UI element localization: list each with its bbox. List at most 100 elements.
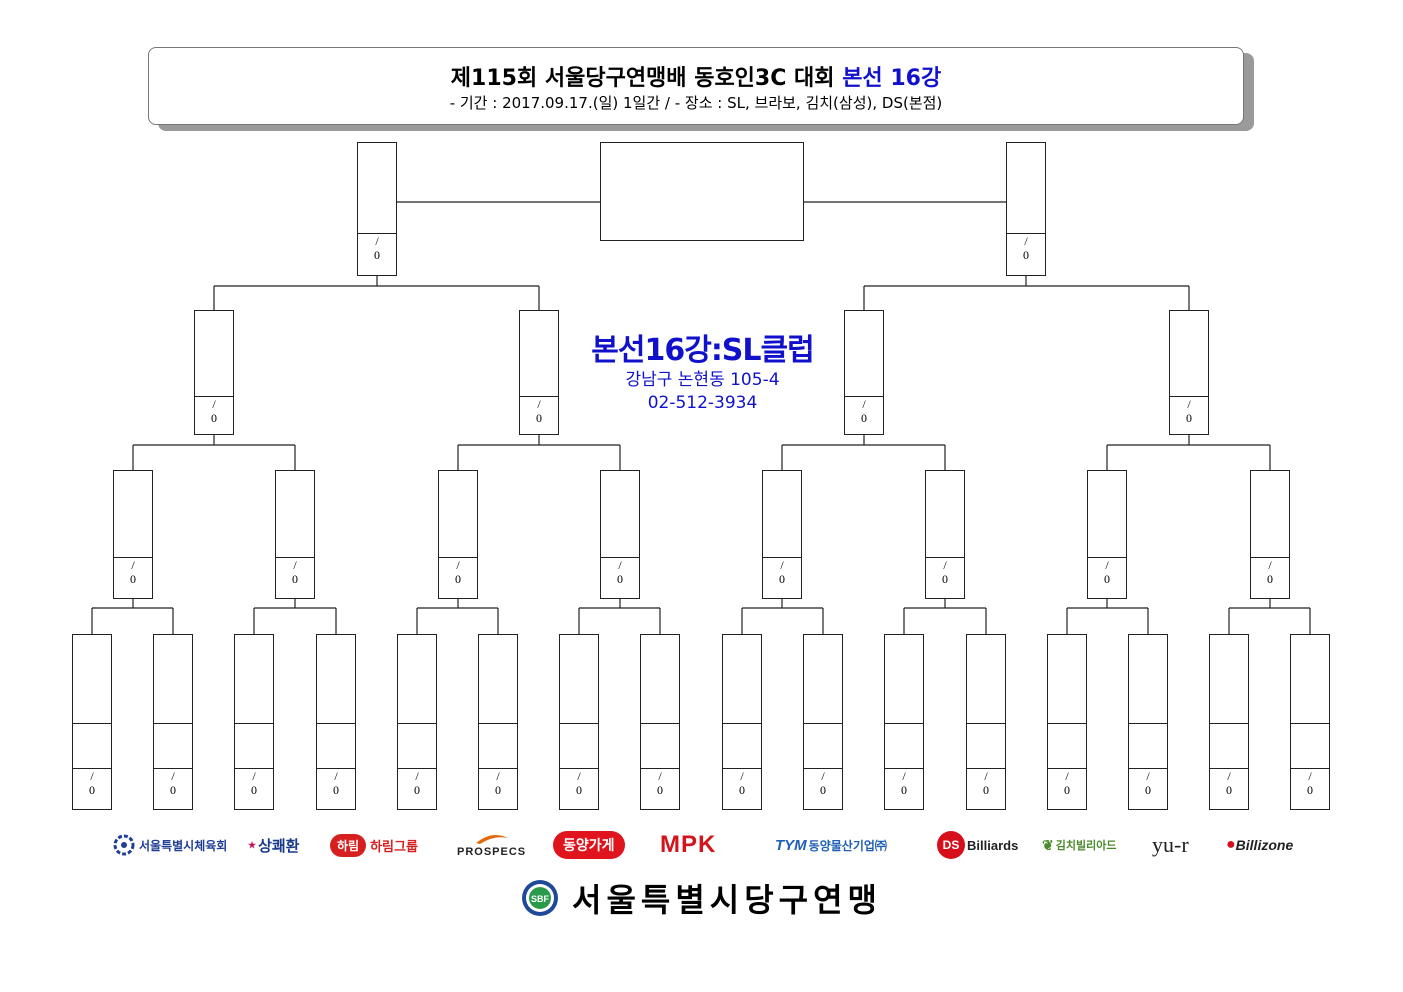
sponsor-dongyang: 동양가게: [553, 828, 625, 862]
semifinal-player-box: /0: [844, 310, 884, 435]
title-banner: 제115회 서울당구연맹배 동호인3C 대회 본선 16강 - 기간 : 201…: [148, 47, 1244, 125]
round16-player-box: /0: [1290, 634, 1330, 810]
sports-council-emblem-icon: [113, 834, 135, 856]
score-cell: /0: [763, 557, 801, 598]
score-value: 0: [657, 783, 663, 797]
sponsor-tym: TYM 동양물산기업㈜: [775, 836, 887, 854]
score-value: 0: [333, 783, 339, 797]
sponsor-yur: yu-r: [1152, 828, 1189, 862]
score-value: 0: [779, 572, 785, 586]
sponsor-sports-council: 서울특별시체육회: [112, 828, 227, 862]
name-divider: [317, 723, 355, 724]
name-divider: [398, 723, 436, 724]
score-slash: /: [415, 769, 419, 783]
mpk-group-logo: MPK: [660, 831, 717, 858]
score-cell: /0: [1007, 233, 1045, 275]
tournament-subtitle: - 기간 : 2017.09.17.(일) 1일간 / - 장소 : SL, 브…: [449, 94, 943, 112]
score-value: 0: [170, 783, 176, 797]
score-cell: /0: [1088, 557, 1126, 598]
score-slash: /: [537, 397, 541, 411]
score-slash: /: [293, 558, 297, 572]
score-cell: /0: [1210, 768, 1248, 809]
name-divider: [641, 723, 679, 724]
score-slash: /: [1146, 769, 1150, 783]
score-cell: /0: [520, 396, 558, 434]
score-slash: /: [1308, 769, 1312, 783]
prospecs-swoosh-icon: [475, 834, 508, 844]
score-value: 0: [292, 572, 298, 586]
score-cell: /0: [885, 768, 923, 809]
score-cell: /0: [560, 768, 598, 809]
name-divider: [73, 723, 111, 724]
sponsor-prospecs: PROSPECS: [457, 828, 526, 862]
score-value: 0: [617, 572, 623, 586]
score-value: 0: [942, 572, 948, 586]
score-cell: /0: [804, 768, 842, 809]
score-value: 0: [495, 783, 501, 797]
round16-player-box: /0: [966, 634, 1006, 810]
score-cell: /0: [235, 768, 273, 809]
quarterfinal-player-box: /0: [1087, 470, 1127, 599]
tym-logo-icon: TYM: [775, 836, 807, 854]
sponsor-harim: 하림 하림그룹: [330, 828, 418, 862]
score-cell: /0: [1129, 768, 1167, 809]
score-value: 0: [414, 783, 420, 797]
sangkwaehwan-logo-icon: ★: [248, 839, 257, 850]
score-cell: /0: [641, 768, 679, 809]
score-cell: /0: [398, 768, 436, 809]
quarterfinal-player-box: /0: [1250, 470, 1290, 599]
score-value: 0: [1023, 248, 1029, 262]
score-cell: /0: [358, 233, 396, 275]
semifinal-player-box: /0: [1169, 310, 1209, 435]
score-slash: /: [496, 769, 500, 783]
sponsor-kimchi: ❦ 김치빌리아드: [1042, 836, 1117, 853]
billizone-logo: ●: [1226, 836, 1236, 853]
score-cell: /0: [73, 768, 111, 809]
score-slash: /: [171, 769, 175, 783]
quarterfinal-player-box: /0: [438, 470, 478, 599]
quarterfinal-player-box: /0: [600, 470, 640, 599]
score-slash: /: [862, 397, 866, 411]
score-cell: /0: [1170, 396, 1208, 434]
score-slash: /: [780, 558, 784, 572]
name-divider: [1291, 723, 1329, 724]
organizer-footer: SBF 서울특별시당구연맹: [520, 875, 882, 921]
name-divider: [235, 723, 273, 724]
score-slash: /: [1227, 769, 1231, 783]
name-divider: [1048, 723, 1086, 724]
score-value: 0: [374, 248, 380, 262]
score-cell: /0: [1291, 768, 1329, 809]
score-value: 0: [211, 411, 217, 425]
venue-address: 강남구 논현동 105-4: [625, 370, 780, 390]
score-slash: /: [1024, 234, 1028, 248]
round16-player-box: /0: [234, 634, 274, 810]
score-slash: /: [658, 769, 662, 783]
score-value: 0: [130, 572, 136, 586]
sbf-emblem-icon: SBF: [522, 880, 558, 916]
round16-player-box: /0: [1128, 634, 1168, 810]
round16-player-box: /0: [1209, 634, 1249, 810]
name-divider: [154, 723, 192, 724]
round16-player-box: /0: [478, 634, 518, 810]
round16-player-box: /0: [722, 634, 762, 810]
organizer-name: 서울특별시당구연맹: [572, 881, 882, 919]
final-player-box: /0: [357, 142, 397, 276]
ds-circle-logo: DS: [937, 831, 965, 859]
score-value: 0: [1186, 411, 1192, 425]
score-cell: /0: [845, 396, 883, 434]
score-slash: /: [577, 769, 581, 783]
score-value: 0: [251, 783, 257, 797]
score-value: 0: [1307, 783, 1313, 797]
score-slash: /: [456, 558, 460, 572]
score-slash: /: [334, 769, 338, 783]
emblem-text: SBF: [531, 894, 550, 904]
score-slash: /: [90, 769, 94, 783]
score-cell: /0: [723, 768, 761, 809]
sponsor-mpk: MPK: [660, 828, 716, 862]
score-value: 0: [861, 411, 867, 425]
score-slash: /: [821, 769, 825, 783]
quarterfinal-player-box: /0: [113, 470, 153, 599]
score-slash: /: [1187, 397, 1191, 411]
score-slash: /: [943, 558, 947, 572]
score-cell: /0: [479, 768, 517, 809]
